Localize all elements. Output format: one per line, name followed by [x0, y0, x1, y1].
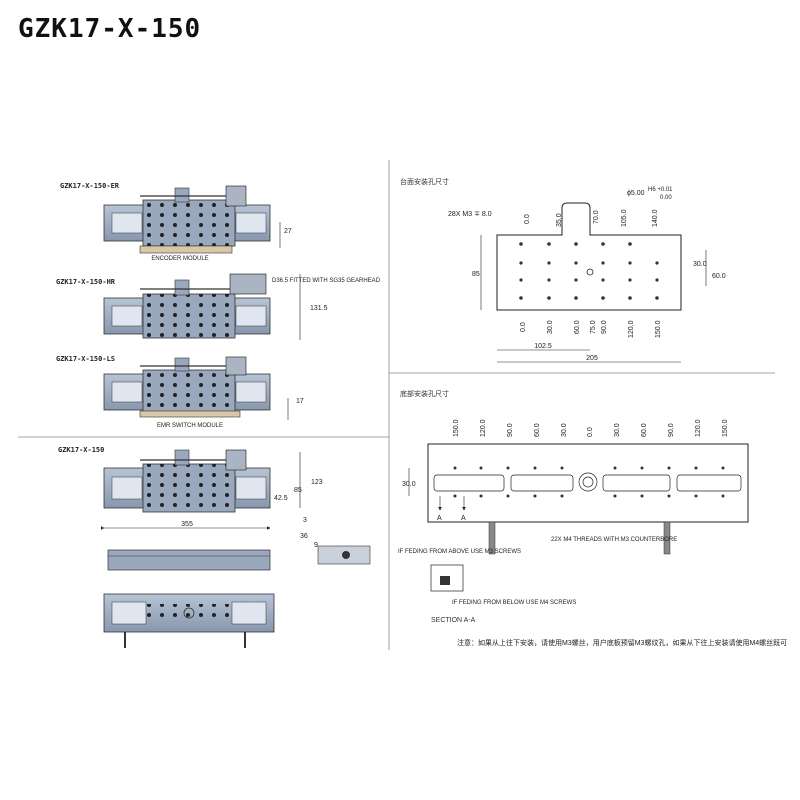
- top-tick-4: 140.0: [652, 209, 659, 227]
- dim-60: 60.0: [712, 273, 726, 280]
- dim-30: 30.0: [693, 261, 707, 268]
- top-tick-2: 70.0: [593, 210, 600, 224]
- b-tick-6: 30.0: [614, 423, 621, 437]
- b-tick-4: 30.0: [561, 423, 568, 437]
- top-tick-0: 0.0: [524, 214, 531, 224]
- label-feed-below: IF FEDING FROM BELOW USE M4 SCREWS: [452, 600, 576, 606]
- dim-27: 27: [284, 228, 292, 235]
- page-title: GZK17-X-150: [18, 14, 202, 44]
- top-mount-panel: 台面安装孔尺寸 28X M3 ∓ 8.0 ϕ5.00 H6 +0.01 0.00…: [400, 177, 726, 363]
- b-tick-3: 60.0: [534, 423, 541, 437]
- stage-ls: GZK17-X-150-LS EMR SWITCH MODULE 17: [56, 355, 304, 429]
- top-panel-heading: 台面安装孔尺寸: [400, 177, 449, 186]
- dim-123: 123: [311, 479, 323, 486]
- label-encoder-module: ENCODER MODULE: [151, 256, 208, 262]
- top-tick-1: 35.0: [556, 213, 563, 227]
- b-tick-5: 0.0: [587, 427, 594, 437]
- label-gearhead: D36.5 FITTED WITH SG35 GEARHEAD: [272, 278, 381, 284]
- stage-hr: GZK17-X-150-HR D36.5 FITTED WITH SG35 GE…: [56, 273, 381, 340]
- stage-er: GZK17-X-150-ER ENCODER MODULE 27: [60, 182, 292, 262]
- dim-355: 355: [181, 521, 193, 528]
- model-label-er: GZK17-X-150-ER: [60, 182, 120, 190]
- bottom-tick-2: 60.0: [574, 320, 581, 334]
- bottom-tick-5: 120.0: [628, 320, 635, 338]
- b-tick-0: 150.0: [453, 419, 460, 437]
- dim-36: 36: [300, 533, 308, 540]
- bottom-tick-0: 0.0: [520, 322, 527, 332]
- label-section-aa: SECTION A-A: [431, 617, 476, 624]
- bottom-tick-4: 90.0: [601, 320, 608, 334]
- dim-42-5: 42.5: [274, 495, 288, 502]
- bottom-tick-6: 150.0: [655, 320, 662, 338]
- label-feed-above: IF FEDING FROM ABOVE USE M3 SCREWS: [398, 549, 521, 555]
- stage-base: GZK17-X-150 123 85 42.5 3 355: [58, 446, 323, 530]
- top-tick-3: 105.0: [621, 209, 628, 227]
- bottom-panel-heading: 底部安装孔尺寸: [400, 389, 449, 398]
- dim-102-5: 102.5: [534, 343, 552, 350]
- b-tick-7: 60.0: [641, 423, 648, 437]
- b-tick-2: 90.0: [507, 423, 514, 437]
- mounting-note: 注意：如果从上往下安装，请使用M3螺丝，用户底板预留M3螺纹孔，如果从下往上安装…: [457, 640, 788, 647]
- section-mark-left: A: [437, 515, 442, 522]
- label-threads: 22X M4 THREADS WITH M3 COUNTERBORE: [551, 537, 677, 543]
- dim-205: 205: [586, 355, 598, 362]
- bottom-tick-1: 30.0: [547, 320, 554, 334]
- bottom-mount-panel: 底部安装孔尺寸 150.0 120.0 90.0 60.0 30.0 0.0 3…: [398, 389, 749, 624]
- callout-tol: H6 +0.01: [648, 187, 673, 193]
- bottom-view: [103, 593, 275, 648]
- section-mark-right: A: [461, 515, 466, 522]
- dim-131-5: 131.5: [310, 305, 328, 312]
- model-label-base: GZK17-X-150: [58, 446, 104, 454]
- callout-holes: 28X M3 ∓ 8.0: [448, 211, 492, 218]
- b-tick-10: 150.0: [722, 419, 729, 437]
- b-dim-30: 30.0: [402, 481, 416, 488]
- dim-3: 3: [303, 517, 307, 524]
- bottom-tick-3: 75.0: [590, 320, 597, 334]
- b-tick-1: 120.0: [480, 419, 487, 437]
- b-tick-8: 90.0: [668, 423, 675, 437]
- model-label-hr: GZK17-X-150-HR: [56, 278, 116, 286]
- b-tick-9: 120.0: [695, 419, 702, 437]
- model-label-ls: GZK17-X-150-LS: [56, 355, 115, 363]
- dim-17: 17: [296, 398, 304, 405]
- dim-9: 9: [314, 542, 318, 549]
- dim-85-side: 85: [294, 487, 302, 494]
- callout-dia: ϕ5.00: [627, 190, 645, 197]
- label-emr-switch: EMR SWITCH MODULE: [157, 423, 223, 429]
- callout-tol2: 0.00: [660, 195, 672, 201]
- side-view: 36 9: [107, 533, 371, 571]
- dim-85: 85: [472, 271, 480, 278]
